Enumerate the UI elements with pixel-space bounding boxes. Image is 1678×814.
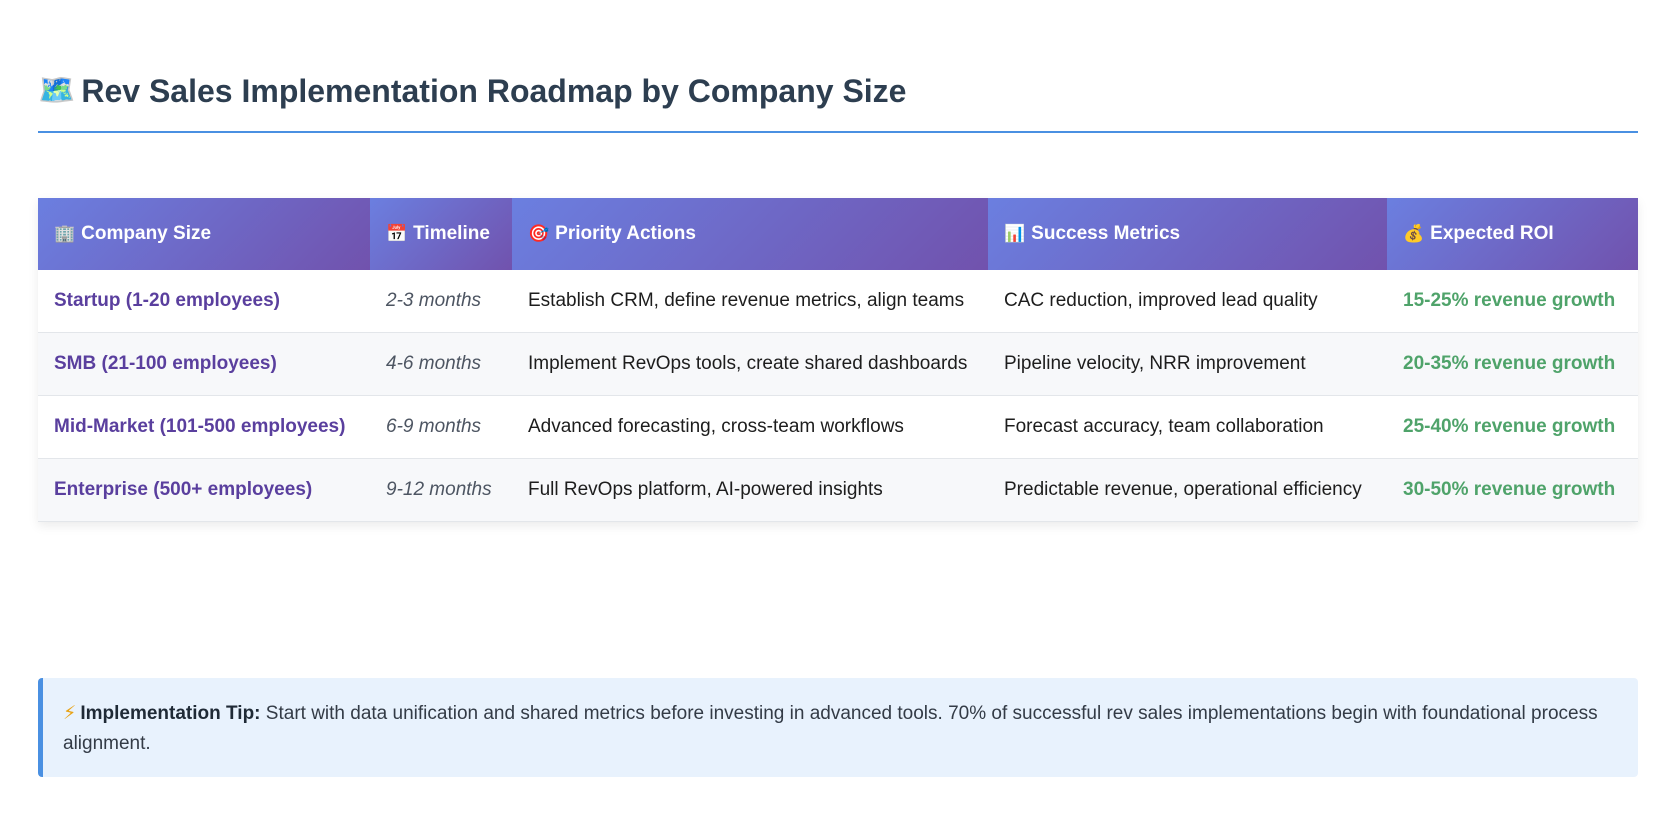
column-header-label: Expected ROI	[1430, 223, 1554, 244]
company-size-cell: Enterprise (500+ employees)	[38, 458, 370, 522]
expected-roi-cell: 30-50% revenue growth	[1387, 458, 1638, 522]
success-metrics-cell: Pipeline velocity, NRR improvement	[988, 332, 1387, 396]
tip-text: Start with data unification and shared m…	[63, 703, 1598, 754]
building-icon: 🏢	[54, 224, 76, 244]
column-header-label: Company Size	[81, 223, 212, 244]
column-header-label: Priority Actions	[555, 223, 696, 244]
page-title-text: Rev Sales Implementation Roadmap by Comp…	[81, 73, 907, 109]
priority-actions-cell: Establish CRM, define revenue metrics, a…	[512, 270, 988, 333]
table-header-row: 🏢Company Size 📅Timeline 🎯Priority Action…	[38, 198, 1638, 270]
calendar-icon: 📅	[386, 224, 408, 244]
priority-actions-cell: Implement RevOps tools, create shared da…	[512, 332, 988, 396]
success-metrics-cell: Forecast accuracy, team collaboration	[988, 395, 1387, 459]
timeline-cell: 9-12 months	[370, 458, 512, 522]
tip-label: Implementation Tip:	[80, 703, 261, 724]
lightning-icon: ⚡	[63, 702, 77, 724]
expected-roi-cell: 25-40% revenue growth	[1387, 395, 1638, 459]
bar-chart-icon: 📊	[1004, 224, 1026, 244]
expected-roi-cell: 20-35% revenue growth	[1387, 332, 1638, 396]
company-size-cell: Mid-Market (101-500 employees)	[38, 395, 370, 459]
column-header-timeline: 📅Timeline	[370, 198, 512, 270]
roadmap-table: 🏢Company Size 📅Timeline 🎯Priority Action…	[38, 198, 1638, 522]
company-size-cell: SMB (21-100 employees)	[38, 332, 370, 396]
table-row: Mid-Market (101-500 employees) 6-9 month…	[38, 395, 1638, 459]
timeline-cell: 6-9 months	[370, 395, 512, 459]
money-bag-icon: 💰	[1403, 224, 1425, 244]
table-row: Startup (1-20 employees) 2-3 months Esta…	[38, 270, 1638, 333]
page-title: 🗺️ Rev Sales Implementation Roadmap by C…	[38, 67, 1638, 115]
table-row: SMB (21-100 employees) 4-6 months Implem…	[38, 332, 1638, 396]
timeline-cell: 2-3 months	[370, 270, 512, 333]
roadmap-table-container: 🏢Company Size 📅Timeline 🎯Priority Action…	[38, 198, 1638, 522]
priority-actions-cell: Advanced forecasting, cross-team workflo…	[512, 395, 988, 459]
map-icon: 🗺️	[38, 73, 76, 108]
success-metrics-cell: CAC reduction, improved lead quality	[988, 270, 1387, 333]
column-header-priority-actions: 🎯Priority Actions	[512, 198, 988, 270]
company-size-cell: Startup (1-20 employees)	[38, 270, 370, 333]
column-header-label: Timeline	[413, 223, 490, 244]
implementation-tip-callout: ⚡Implementation Tip: Start with data uni…	[38, 678, 1638, 777]
target-icon: 🎯	[528, 224, 550, 244]
priority-actions-cell: Full RevOps platform, AI-powered insight…	[512, 458, 988, 522]
column-header-expected-roi: 💰Expected ROI	[1387, 198, 1638, 270]
column-header-company-size: 🏢Company Size	[38, 198, 370, 270]
title-section: 🗺️ Rev Sales Implementation Roadmap by C…	[38, 67, 1638, 133]
expected-roi-cell: 15-25% revenue growth	[1387, 270, 1638, 333]
column-header-success-metrics: 📊Success Metrics	[988, 198, 1387, 270]
column-header-label: Success Metrics	[1031, 223, 1181, 244]
success-metrics-cell: Predictable revenue, operational efficie…	[988, 458, 1387, 522]
table-row: Enterprise (500+ employees) 9-12 months …	[38, 458, 1638, 522]
timeline-cell: 4-6 months	[370, 332, 512, 396]
